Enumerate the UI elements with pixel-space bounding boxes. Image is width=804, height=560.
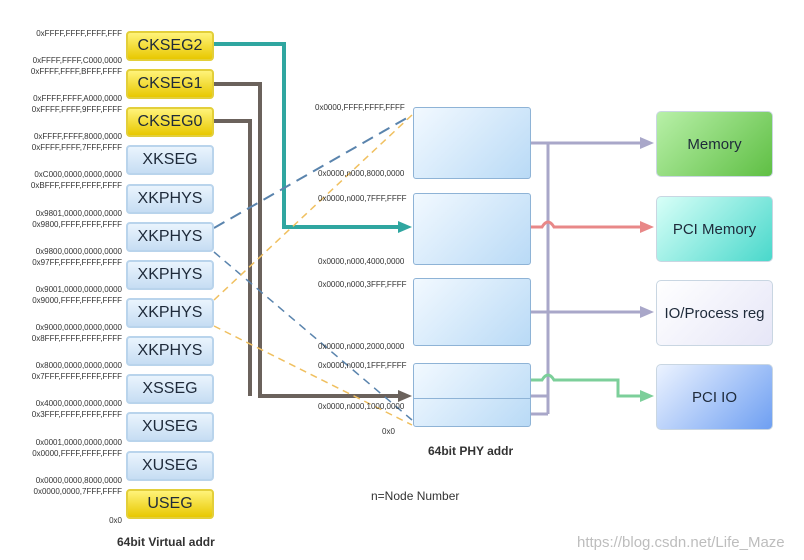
- physical-address-label: 0x0000,n000,1000,0000: [318, 402, 405, 411]
- virtual-addr-caption: 64bit Virtual addr: [117, 535, 215, 549]
- virtual-address-label: 0xC000,0000,0000,0000: [34, 170, 122, 179]
- virtual-address-label: 0xFFFF,FFFF,7FFF,FFFF: [31, 143, 122, 152]
- segment-xkseg: XKSEG: [126, 145, 214, 175]
- segment-xkphys-1: XKPHYS: [126, 184, 214, 214]
- device-memory: Memory: [656, 111, 773, 177]
- segment-ckseg1: CKSEG1: [126, 69, 214, 99]
- segment-xkphys-4: XKPHYS: [126, 298, 214, 328]
- io-arrowhead: [640, 306, 654, 318]
- virtual-address-label: 0x0: [109, 516, 122, 525]
- device-io-process-reg: IO/Process reg: [656, 280, 773, 346]
- device-pci-memory: PCI Memory: [656, 196, 773, 262]
- virtual-address-label: 0x8000,0000,0000,0000: [35, 361, 122, 370]
- xkphys-orange-dash-up: [213, 114, 413, 301]
- virtual-address-label: 0x97FF,FFFF,FFFF,FFFF: [32, 258, 122, 267]
- phys-block-pci-memory: [413, 193, 531, 265]
- physical-address-label: 0x0000,n000,3FFF,FFFF: [318, 280, 407, 289]
- ckseg1-arrowhead: [398, 390, 412, 402]
- segment-xuseg-1: XUSEG: [126, 412, 214, 442]
- physical-address-label: 0x0000,n000,8000,0000: [318, 169, 405, 178]
- virtual-address-label: 0x4000,0000,0000,0000: [35, 399, 122, 408]
- virtual-address-label: 0x9801,0000,0000,0000: [35, 209, 122, 218]
- physical-addr-caption: 64bit PHY addr: [428, 444, 514, 458]
- virtual-address-label: 0xFFFF,FFFF,A000,0000: [33, 94, 122, 103]
- physical-address-label: 0x0000,n000,1FFF,FFFF: [318, 361, 407, 370]
- virtual-address-label: 0x0000,FFFF,FFFF,FFFF: [32, 449, 122, 458]
- segment-xkphys-5: XKPHYS: [126, 336, 214, 366]
- xkphys-blue-dash-down: [213, 251, 413, 421]
- segment-ckseg0: CKSEG0: [126, 107, 214, 137]
- phys-block-memory: [413, 107, 531, 179]
- virtual-address-label: 0x0001,0000,0000,0000: [35, 438, 122, 447]
- ckseg1-mapping-line: [214, 82, 398, 398]
- node-number-note: n=Node Number: [371, 489, 460, 503]
- ckseg0-mapping-line: [214, 119, 252, 396]
- physical-address-label: 0x0000,n000,4000,0000: [318, 257, 405, 266]
- segment-xuseg-2: XUSEG: [126, 451, 214, 481]
- virtual-address-label: 0x9001,0000,0000,0000: [35, 285, 122, 294]
- virtual-address-label: 0x3FFF,FFFF,FFFF,FFFF: [31, 410, 122, 419]
- ckseg2-mapping-line: [214, 42, 398, 229]
- device-pci-io: PCI IO: [656, 364, 773, 430]
- physical-address-label: 0x0: [382, 427, 395, 436]
- virtual-address-label: 0x7FFF,FFFF,FFFF,FFFF: [31, 372, 122, 381]
- virtual-address-label: 0xFFFF,FFFF,BFFF,FFFF: [30, 67, 122, 76]
- virtual-address-label: 0xFFFF,FFFF,8000,0000: [33, 132, 122, 141]
- virtual-address-label: 0xFFFF,FFFF,FFFF,FFF: [36, 29, 122, 38]
- virtual-address-label: 0x0000,0000,7FFF,FFFF: [33, 487, 122, 496]
- segment-xsseg: XSSEG: [126, 374, 214, 404]
- phys-block-divider: [414, 398, 530, 399]
- physical-address-label: 0x0000,n000,2000,0000: [318, 342, 405, 351]
- phys-block-pci-io: [413, 363, 531, 427]
- segment-xkphys-3: XKPHYS: [126, 260, 214, 290]
- ckseg2-arrowhead: [398, 221, 412, 233]
- virtual-address-label: 0x8FFF,FFFF,FFFF,FFFF: [31, 334, 122, 343]
- physical-address-label: 0x0000,FFFF,FFFF,FFFF: [315, 103, 405, 112]
- segment-useg: USEG: [126, 489, 214, 519]
- virtual-address-label: 0x9000,0000,0000,0000: [35, 323, 122, 332]
- virtual-address-label: 0x9800,0000,0000,0000: [35, 247, 122, 256]
- watermark-text: https://blog.csdn.net/Life_Maze: [577, 534, 785, 551]
- virtual-address-label: 0xBFFF,FFFF,FFFF,FFFF: [30, 181, 122, 190]
- virtual-address-label: 0x0000,0000,8000,0000: [35, 476, 122, 485]
- segment-ckseg2: CKSEG2: [126, 31, 214, 61]
- segment-xkphys-2: XKPHYS: [126, 222, 214, 252]
- memory-arrowhead: [640, 137, 654, 149]
- virtual-address-label: 0x9000,FFFF,FFFF,FFFF: [32, 296, 122, 305]
- physical-address-label: 0x0000,n000,7FFF,FFFF: [318, 194, 407, 203]
- virtual-address-label: 0xFFFF,FFFF,9FFF,FFFF: [31, 105, 122, 114]
- phys-block-io: [413, 278, 531, 346]
- xkphys-orange-dash-down: [213, 325, 413, 426]
- virtual-address-label: 0xFFFF,FFFF,C000,0000: [32, 56, 122, 65]
- virtual-address-label: 0x9800,FFFF,FFFF,FFFF: [32, 220, 122, 229]
